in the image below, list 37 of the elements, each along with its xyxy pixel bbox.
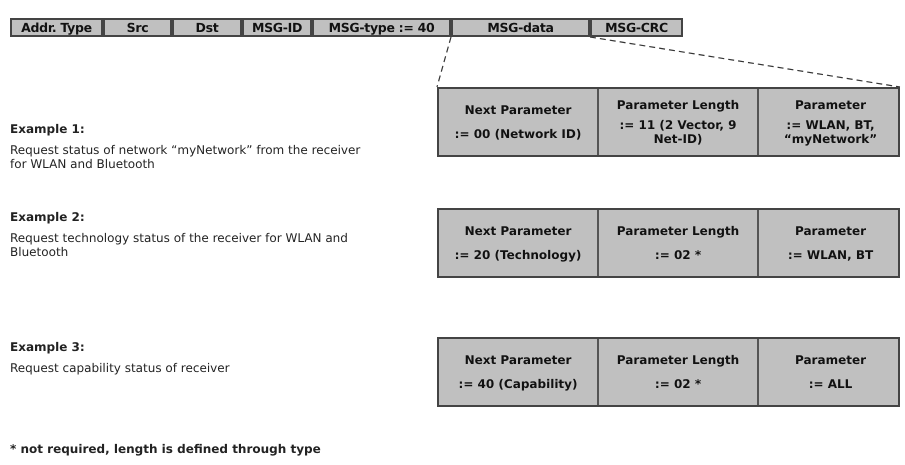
header-field: Src (103, 18, 172, 37)
field-value: := 11 (2 Vector, 9 Net-ID) (618, 118, 738, 146)
field-name: Parameter Length (616, 98, 740, 112)
example-heading: Example 2: (10, 210, 86, 224)
footnote: * not required, length is defined through type (10, 442, 322, 456)
field-name: Next Parameter (464, 224, 572, 238)
header-field: Dst (172, 18, 242, 37)
header-field: Addr. Type (10, 18, 103, 37)
field-name: Parameter Length (616, 224, 740, 238)
header-field: MSG-ID (242, 18, 312, 37)
zoom-line (590, 36, 900, 88)
field-name: Parameter (794, 98, 866, 112)
field-value: := 02 * (654, 377, 702, 391)
header-field: MSG-CRC (590, 18, 683, 37)
header-field: MSG-type := 40 (312, 18, 451, 37)
field-value: := 20 (Technology) (454, 248, 582, 262)
parameter-table (437, 87, 900, 157)
field-name: Parameter Length (616, 353, 740, 367)
field-value: := 02 * (654, 248, 702, 262)
parameter-table (437, 208, 900, 278)
field-value: := 40 (Capability) (458, 377, 578, 391)
description: Request technology status of the receiver for WLAN and Bluetooth (10, 231, 349, 259)
field-value: := WLAN, BT, “myNetwork” (782, 118, 878, 146)
example-heading: Example 3: (10, 340, 86, 354)
field-name: Next Parameter (464, 353, 572, 367)
example-heading: Example 1: (10, 122, 86, 136)
field-name: Next Parameter (464, 103, 572, 117)
field-name: Parameter (794, 353, 866, 367)
field-value: := ALL (808, 377, 852, 391)
field-value: := WLAN, BT (788, 248, 874, 262)
field-value: := 00 (Network ID) (454, 127, 582, 141)
parameter-table (437, 337, 900, 407)
field-name: Parameter (794, 224, 866, 238)
header-field: MSG-data (451, 18, 590, 37)
description: Request capability status of receiver (10, 361, 231, 375)
zoom-line (436, 36, 452, 88)
description: Request status of network “myNetwork” from the receiver for WLAN and Bluetooth (10, 143, 362, 171)
